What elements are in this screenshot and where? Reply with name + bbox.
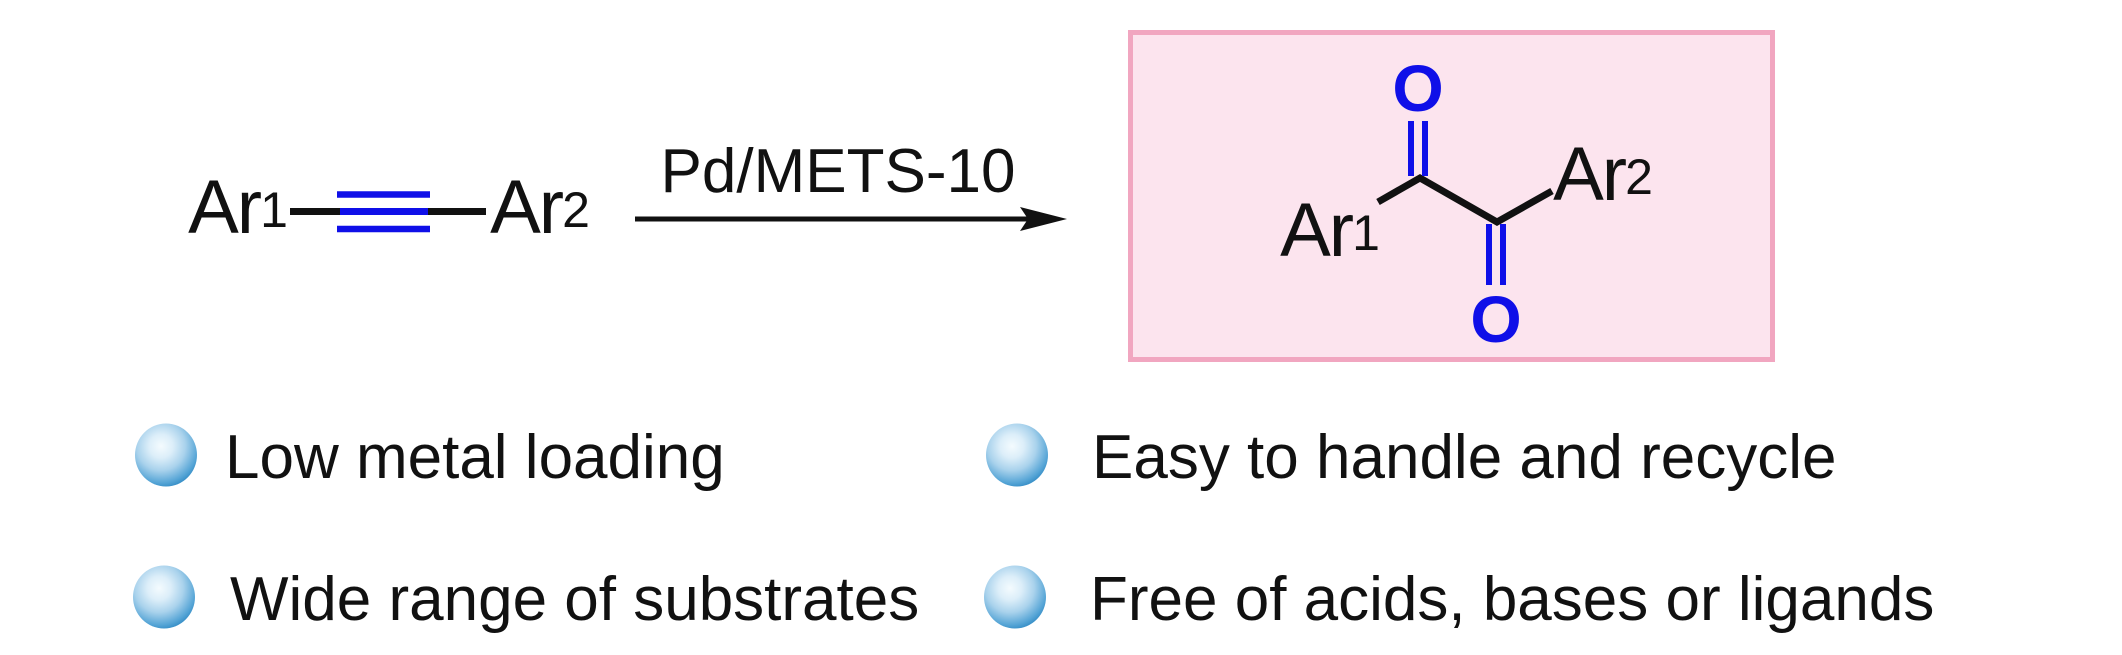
reactant-ar1-superscript: 1 (260, 182, 288, 238)
product-ar1-label: Ar1 (1280, 193, 1380, 269)
product-ar2-label: Ar2 (1553, 137, 1653, 213)
reaction-condition-label: Pd/METS-10 (660, 137, 1016, 206)
backbone-bonds (1376, 173, 1554, 227)
product-oxygen-top-label: O (1392, 51, 1444, 125)
bullet-sphere-icon (986, 423, 1048, 487)
bullet-label-easy-to-handle: Easy to handle and recycle (1092, 423, 1837, 492)
product-ar2-superscript: 2 (1625, 149, 1653, 205)
diketone-bond-skeleton (1376, 121, 1554, 285)
alkyne-triple-bond (290, 191, 486, 233)
product-ar2-base: Ar (1553, 132, 1627, 217)
product-ar1-superscript: 1 (1352, 205, 1380, 261)
bullet-label-low-metal-loading: Low metal loading (225, 423, 725, 492)
reactant-ar2-superscript: 2 (562, 182, 590, 238)
product-ar1-base: Ar (1280, 188, 1354, 273)
reaction-arrow-head (1020, 207, 1067, 231)
product-highlight-box: O O Ar1 Ar2 (1128, 30, 1779, 366)
product-oxygen-bottom-label: O (1470, 282, 1522, 356)
bullet-sphere-icon (984, 565, 1046, 629)
reactant-ar2-base: Ar (490, 165, 564, 250)
bullet-sphere-icon (135, 423, 197, 487)
reactant-ar1-base: Ar (188, 165, 262, 250)
reaction-arrow (635, 207, 1067, 231)
bullet-label-wide-range: Wide range of substrates (230, 565, 920, 634)
bullet-label-free-of-acids: Free of acids, bases or ligands (1090, 565, 1935, 634)
reactant-ar2-label: Ar2 (490, 170, 590, 246)
reactant-ar1-label: Ar1 (188, 170, 288, 246)
bullet-sphere-icon (133, 565, 195, 629)
